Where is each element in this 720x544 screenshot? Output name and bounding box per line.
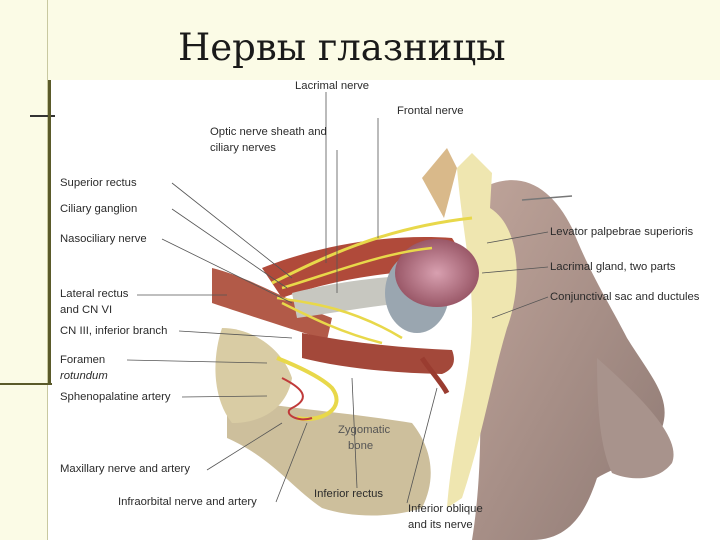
lacrimal-nerve-drawing <box>281 246 433 290</box>
label-foramen-2: rotundum <box>60 370 108 382</box>
lacrimal-gland <box>395 239 479 307</box>
optic-nerve <box>292 276 404 318</box>
anatomy-drawing <box>126 92 674 540</box>
slide-left-divider <box>47 0 48 540</box>
inferior-oblique-drawing <box>419 356 450 395</box>
nasociliary-drawing <box>276 296 403 340</box>
inferior-muscle <box>302 333 454 374</box>
label-foramen-1: Foramen <box>60 354 106 366</box>
frontal-nerve-drawing <box>271 216 473 285</box>
label-optic-sheath-2: ciliary nerves <box>210 142 276 154</box>
slide-title: Нервы глазницы <box>178 26 506 69</box>
cranial-bone <box>422 148 457 218</box>
label-frontal-nerve: Frontal nerve <box>397 105 464 117</box>
accent-base-line <box>0 383 52 385</box>
label-zygomatic-2: bone <box>348 440 374 452</box>
label-infraorbital: Infraorbital nerve and artery <box>118 496 257 508</box>
maxillary-nerve-drawing <box>276 356 339 421</box>
slide-left-band <box>0 0 48 540</box>
label-lateral-rectus-2: and CN VI <box>60 304 113 316</box>
label-lateral-rectus-1: Lateral rectus <box>60 288 129 300</box>
accent-dash <box>30 115 55 117</box>
label-conjunctival: Conjunctival sac and ductules <box>550 291 700 303</box>
label-maxillary: Maxillary nerve and artery <box>60 463 190 475</box>
label-optic-sheath-1: Optic nerve sheath and <box>210 126 327 138</box>
label-cn3-inferior: CN III, inferior branch <box>60 325 168 337</box>
nose <box>597 358 674 479</box>
accent-vertical-bar <box>48 80 51 385</box>
leader-lines <box>126 92 549 504</box>
label-levator: Levator palpebrae superioris <box>550 226 694 238</box>
label-ciliary-ganglion: Ciliary ganglion <box>60 203 138 215</box>
cn3-drawing <box>281 301 383 345</box>
lateral-muscle <box>212 268 332 340</box>
orbit-nerves-illustration: Lacrimal nerve Frontal nerve Optic nerve… <box>52 78 720 540</box>
label-lacrimal-gland: Lacrimal gland, two parts <box>550 261 676 273</box>
bone-section <box>447 153 517 508</box>
label-sphenopalatine: Sphenopalatine artery <box>60 391 171 403</box>
label-inferior-oblique-2: and its nerve <box>408 519 473 531</box>
label-zygomatic-1: Zygomatic <box>338 424 391 436</box>
artery-drawing <box>281 377 313 421</box>
maxilla-bone <box>215 328 292 423</box>
zygomatic-bone <box>227 398 431 516</box>
label-inferior-rectus: Inferior rectus <box>314 488 384 500</box>
label-nasociliary-nerve: Nasociliary nerve <box>60 233 147 245</box>
nerve-tag <box>521 195 573 201</box>
title-band <box>48 0 720 80</box>
label-inferior-oblique-1: Inferior oblique <box>408 503 483 515</box>
label-superior-rectus: Superior rectus <box>60 177 137 189</box>
label-lacrimal-nerve: Lacrimal nerve <box>295 80 370 92</box>
